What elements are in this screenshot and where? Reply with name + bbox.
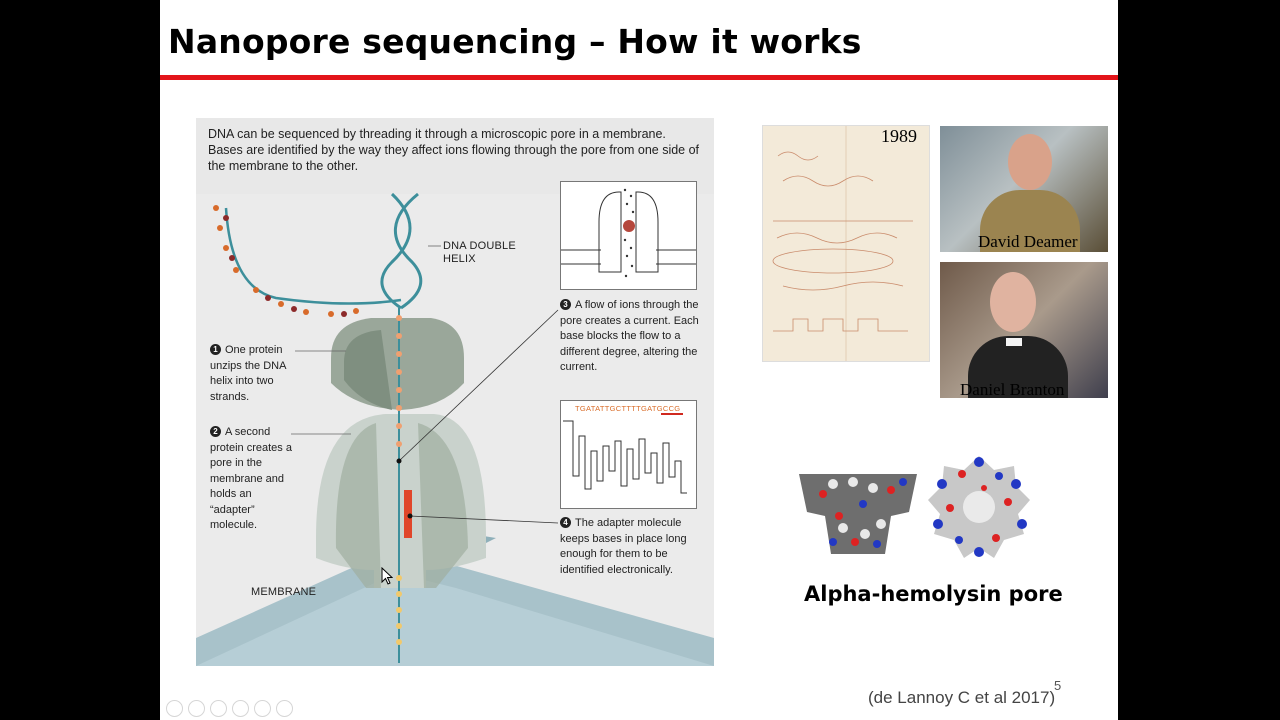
slides-icon[interactable] <box>232 700 249 717</box>
title-underline <box>160 75 1118 80</box>
person-caption-daniel-branton: Daniel Branton <box>960 380 1065 398</box>
mouse-cursor-icon <box>381 567 393 585</box>
notebook-year: 1989 <box>881 126 917 146</box>
shirt-shape <box>980 190 1080 252</box>
person-caption-david-deamer: David Deamer <box>978 232 1078 251</box>
sequence-readout: TGATATTGCTTTTGATGCCG <box>575 404 681 413</box>
pore-cross-section-drawing <box>561 188 696 278</box>
diagram-illustration <box>196 192 714 666</box>
notebook-sketch-drawing <box>772 126 913 361</box>
david-deamer-photo: David Deamer <box>940 126 1108 252</box>
hemolysin-side-view-image <box>799 474 917 554</box>
diagram-intro-text: DNA can be sequenced by threading it thr… <box>208 127 700 173</box>
hemolysin-top-view-image <box>928 456 1030 558</box>
pore-cross-section-inset <box>560 181 697 290</box>
notebook-sketch-image: 1989 <box>762 125 930 362</box>
pen-icon[interactable] <box>210 700 227 717</box>
face-shape <box>990 272 1036 332</box>
label-membrane: MEMBRANE <box>251 586 317 598</box>
slide-title: Nanopore sequencing – How it works <box>168 22 862 61</box>
citation: (de Lannoy C et al 2017) <box>868 688 1056 707</box>
shirt-shape <box>968 336 1068 398</box>
collar-shape <box>1006 338 1022 346</box>
more-icon[interactable] <box>276 700 293 717</box>
zoom-icon[interactable] <box>254 700 271 717</box>
dna-bases <box>213 205 402 645</box>
label-dna-double-helix: DNA DOUBLE HELIX <box>443 240 516 265</box>
nav-prev-icon[interactable] <box>166 700 183 717</box>
nav-next-icon[interactable] <box>188 700 205 717</box>
slide: Nanopore sequencing – How it works DNA c… <box>160 0 1118 720</box>
current-trace-inset: TGATATTGCTTTTGATGCCG <box>560 400 697 509</box>
current-trace-graph <box>563 420 687 494</box>
presentation-toolbar <box>166 700 293 717</box>
nanopore-diagram: DNA can be sequenced by threading it thr… <box>196 118 714 666</box>
hemolysin-caption: Alpha-hemolysin pore <box>804 582 1063 606</box>
sequence-highlight-bar <box>661 413 683 415</box>
face-shape <box>1008 134 1052 190</box>
daniel-branton-photo: Daniel Branton <box>940 262 1108 398</box>
page-number: 5 <box>1054 678 1062 693</box>
